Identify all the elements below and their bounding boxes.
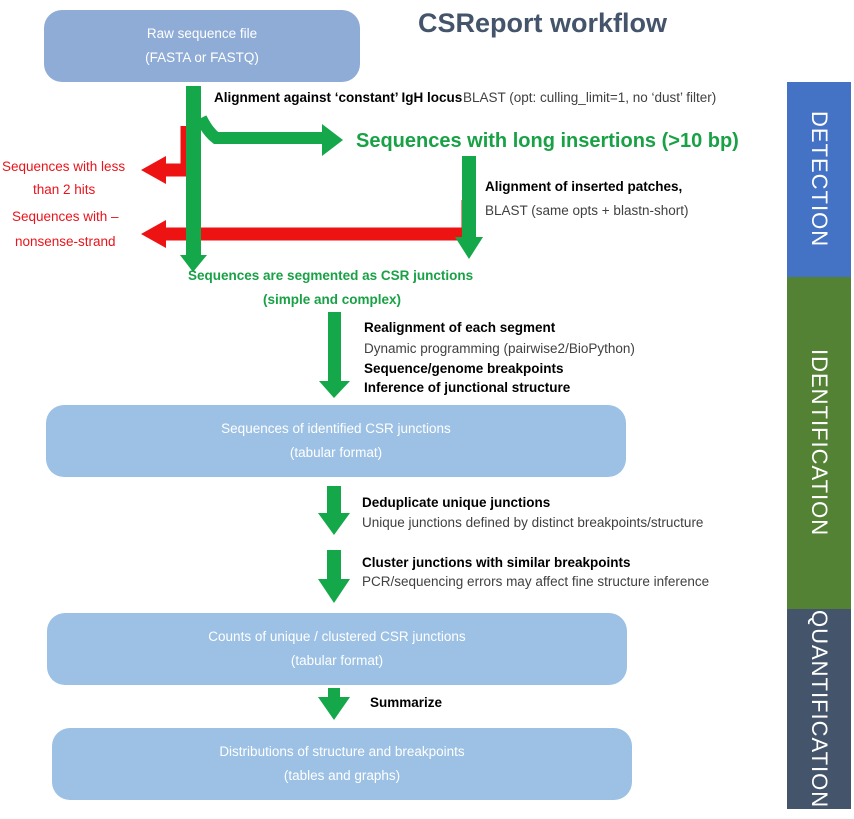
flow-summarize-stem — [328, 688, 340, 698]
alignment-constant-detail: BLAST (opt: culling_limit=1, no ‘dust’ f… — [463, 90, 717, 105]
junction-counts-label: Counts of unique / clustered CSR junctio… — [208, 629, 466, 644]
realignment-detail: Dynamic programming (pairwise2/BioPython… — [364, 341, 635, 356]
discard-arrow-less-hits — [163, 126, 194, 177]
flow-segment-stem — [328, 312, 341, 382]
identified-junctions-label: Sequences of identified CSR junctions — [221, 421, 451, 436]
less-hits-label-2: than 2 hits — [33, 182, 96, 197]
cluster-detail: PCR/sequencing errors may affect fine st… — [362, 574, 710, 589]
distributions-label: Distributions of structure and breakpoin… — [219, 744, 465, 759]
less-hits-label-1: Sequences with less — [2, 159, 126, 174]
flow-main-trunk-head — [180, 255, 207, 272]
flow-patches-stem — [462, 156, 476, 238]
stage-detection: DETECTION — [787, 82, 851, 277]
distributions-box: Distributions of structure and breakpoin… — [52, 728, 632, 800]
discard-arrow-nonsense-head — [141, 220, 166, 248]
deduplicate-detail: Unique junctions defined by distinct bre… — [362, 515, 704, 530]
alignment-constant-label: Alignment against ‘constant’ IgH locus — [214, 90, 463, 105]
realignment-label: Realignment of each segment — [364, 320, 556, 335]
flow-branch-long-insertions — [195, 115, 322, 144]
inserted-patches-label: Alignment of inserted patches, — [485, 179, 683, 194]
identified-junctions-format: (tabular format) — [289, 445, 383, 460]
flow-dedup-stem — [327, 486, 341, 514]
flow-cluster-stem — [327, 550, 341, 580]
discard-arrow-less-hits-head — [141, 156, 166, 184]
identified-junctions-box: Sequences of identified CSR junctions (t… — [46, 405, 626, 477]
stage-quantification-label: QUANTIFICATION — [807, 609, 832, 809]
stage-identification-label: IDENTIFICATION — [807, 349, 832, 537]
deduplicate-label: Deduplicate unique junctions — [362, 495, 551, 510]
summarize-label: Summarize — [370, 695, 443, 710]
stage-detection-label: DETECTION — [807, 111, 832, 248]
stage-identification: IDENTIFICATION — [787, 277, 851, 609]
long-insertions-label: Sequences with long insertions (>10 bp) — [356, 130, 739, 152]
segmented-label-2: (simple and complex) — [263, 292, 402, 307]
junction-counts-box: Counts of unique / clustered CSR junctio… — [47, 613, 627, 685]
breakpoints-label: Sequence/genome breakpoints — [364, 361, 564, 376]
raw-sequence-label: Raw sequence file — [146, 26, 258, 41]
diagram-title: CSReport workflow — [418, 8, 668, 38]
junction-counts-format: (tabular format) — [290, 653, 384, 668]
flow-summarize-head — [318, 697, 350, 720]
flow-segment-head — [319, 381, 350, 398]
stage-quantification: QUANTIFICATION — [787, 609, 851, 809]
segmented-label-1: Sequences are segmented as CSR junctions — [188, 268, 474, 283]
inserted-patches-detail: BLAST (same opts + blastn-short) — [485, 203, 689, 218]
flow-patches-head — [455, 237, 483, 259]
raw-sequence-format: (FASTA or FASTQ) — [145, 50, 259, 65]
distributions-format: (tables and graphs) — [283, 768, 401, 783]
cluster-label: Cluster junctions with similar breakpoin… — [362, 555, 631, 570]
nonsense-label-2: nonsense-strand — [15, 234, 116, 249]
flow-dedup-head — [318, 513, 350, 535]
discard-arrow-nonsense — [163, 200, 475, 241]
junctional-structure-label: Inference of junctional structure — [364, 380, 571, 395]
flow-cluster-head — [318, 579, 350, 603]
flow-main-trunk — [186, 86, 201, 256]
flow-branch-long-insertions-head — [322, 124, 343, 156]
nonsense-label-1: Sequences with – — [12, 209, 119, 224]
raw-sequence-box: Raw sequence file (FASTA or FASTQ) — [44, 10, 360, 82]
